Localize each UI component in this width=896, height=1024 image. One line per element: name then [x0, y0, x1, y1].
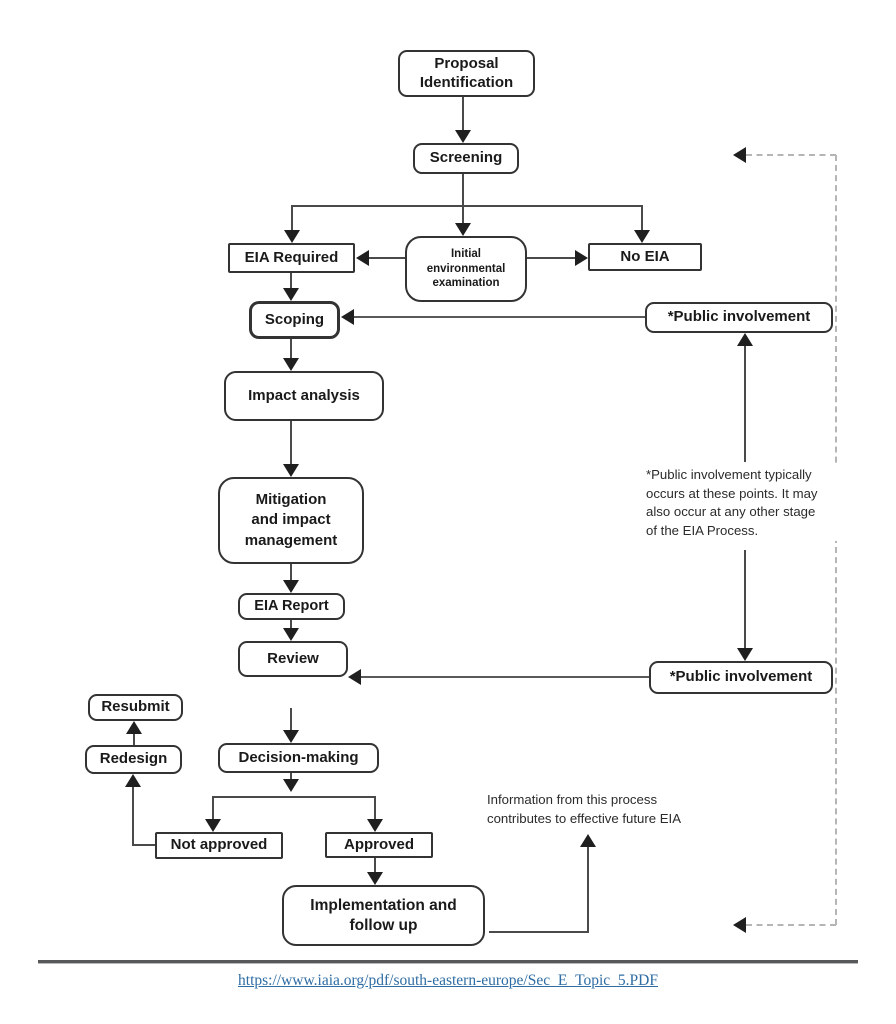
node-eia-required: EIA Required [228, 243, 355, 273]
connector-split-not-approved [212, 796, 214, 821]
connector-public2-review [360, 676, 649, 678]
arrowhead-into-scoping [283, 288, 299, 301]
arrowhead-into-implementation [367, 872, 383, 885]
connector-mitigation-report [290, 564, 292, 582]
arrowhead-into-screening [455, 130, 471, 143]
connector-redesign-resubmit [133, 732, 135, 745]
connector-impact-mitigation [290, 421, 292, 466]
decision-split-line [212, 796, 376, 798]
arrowhead-into-public2 [737, 648, 753, 661]
connector-split-approved [374, 796, 376, 821]
node-no-eia: No EIA [588, 243, 702, 271]
node-decision-making: Decision-making [218, 743, 379, 773]
footer: https://www.iaia.org/pdf/south-eastern-e… [0, 972, 896, 990]
connector-implementation-right [489, 931, 589, 933]
arrowhead-decision-split [283, 779, 299, 792]
node-mitigation-and-impact-management: Mitigation and impact management [218, 477, 364, 564]
footer-divider [38, 960, 858, 964]
connector-not-approved-left [132, 844, 155, 846]
connector-public1-scoping [353, 316, 645, 318]
node-initial-environmental-examination: Initial environmental examination [405, 236, 527, 302]
note-future-eia: Information from this process contribute… [487, 791, 707, 829]
connector-public-vertical-lower [744, 550, 746, 650]
connector-proposal-screening [462, 97, 464, 131]
arrowhead-into-no-eia [634, 230, 650, 243]
arrowhead-exam-to-no-eia [575, 250, 588, 266]
node-redesign: Redesign [85, 745, 182, 774]
node-review: Review [238, 641, 348, 677]
arrowhead-into-not-approved [205, 819, 221, 832]
connector-exam-eia-required [368, 257, 405, 259]
arrowhead-into-initial-exam [455, 223, 471, 236]
node-implementation-and-follow-up: Implementation and follow up [282, 885, 485, 946]
dashed-feedback-bottom [746, 924, 836, 926]
connector-scoping-impact [290, 339, 292, 363]
arrowhead-exam-to-eia-required [356, 250, 369, 266]
connector-exam-no-eia [527, 257, 576, 259]
node-approved: Approved [325, 832, 433, 858]
arrowhead-public2-to-review [348, 669, 361, 685]
node-impact-analysis: Impact analysis [224, 371, 384, 421]
connector-public-vertical-upper [744, 345, 746, 462]
connector-branch-eia-required [291, 205, 293, 232]
node-proposal-identification: Proposal Identification [398, 50, 535, 97]
connector-review-decision [290, 708, 292, 732]
connector-decision-split [290, 773, 292, 781]
arrowhead-into-eia-report [283, 580, 299, 593]
arrowhead-into-approved [367, 819, 383, 832]
connector-up-to-future-note [587, 846, 589, 933]
branch-split-line [291, 205, 643, 207]
connector-approved-implementation [374, 858, 376, 875]
arrowhead-into-impact-analysis [283, 358, 299, 371]
connector-up-to-redesign [132, 785, 134, 846]
node-public-involvement-top: *Public involvement [645, 302, 833, 333]
node-not-approved: Not approved [155, 832, 283, 859]
connector-branch-no-eia [641, 205, 643, 232]
arrowhead-into-resubmit [126, 721, 142, 734]
arrowhead-feedback-bottom [733, 917, 746, 933]
node-eia-report: EIA Report [238, 593, 345, 620]
node-scoping: Scoping [249, 301, 340, 339]
node-screening: Screening [413, 143, 519, 174]
connector-report-review [290, 620, 292, 630]
connector-eia-required-scoping [290, 273, 292, 292]
node-resubmit: Resubmit [88, 694, 183, 721]
arrowhead-feedback-to-screening [733, 147, 746, 163]
arrowhead-into-future-note [580, 834, 596, 847]
source-link[interactable]: https://www.iaia.org/pdf/south-eastern-e… [238, 972, 658, 989]
node-public-involvement-bottom: *Public involvement [649, 661, 833, 694]
arrowhead-into-review [283, 628, 299, 641]
arrowhead-into-mitigation [283, 464, 299, 477]
arrowhead-into-redesign [125, 774, 141, 787]
arrowhead-into-public1 [737, 333, 753, 346]
arrowhead-into-eia-required [284, 230, 300, 243]
note-public-involvement: *Public involvement typically occurs at … [646, 466, 864, 541]
arrowhead-into-decision-making [283, 730, 299, 743]
arrowhead-public1-to-scoping [341, 309, 354, 325]
connector-screening-branch [462, 174, 464, 226]
dashed-feedback-top [746, 154, 836, 156]
